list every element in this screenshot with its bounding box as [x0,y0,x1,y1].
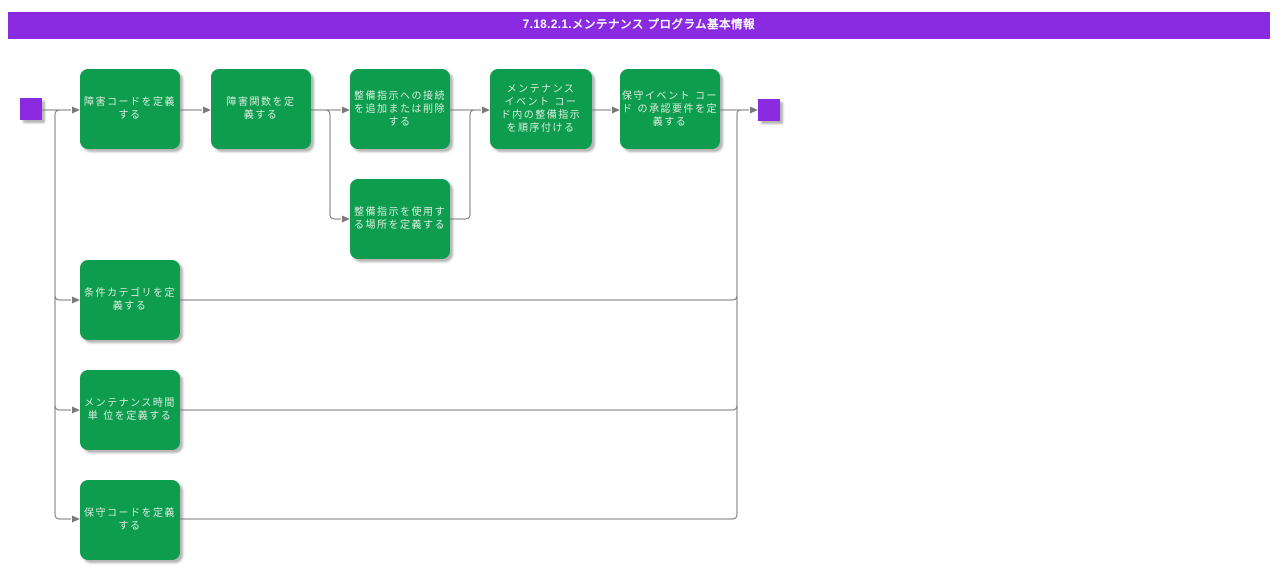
node-define-fault-functions: 障害関数を定 義する [211,69,311,149]
node-label: 整備指示への接続 を追加または削除 する [354,90,446,128]
node-label: メンテナンス時間 単 位を定義する [84,398,176,422]
node-add-remove-instruction-connections: 整備指示への接続 を追加または削除 する [350,69,450,149]
node-define-approval-requirements: 保守イベント コー ド の承認要件を定 義する [620,69,720,149]
node-label: 条件カテゴリを定 義する [84,288,176,312]
node-label: 障害コードを定義 する [84,97,176,121]
node-order-maintenance-instructions: メンテナンス イベント コー ド内の整備指示 を順序付ける [490,69,592,149]
page-title: 7.18.2.1.メンテナンス プログラム基本情報 [8,12,1270,39]
node-label: 整備指示を使用す る場所を定義する [354,207,446,231]
node-define-maintenance-codes: 保守コードを定義 する [80,480,180,560]
node-label: 保守コードを定義 する [84,508,176,532]
node-define-condition-categories: 条件カテゴリを定 義する [80,260,180,340]
node-label: 保守イベント コー ド の承認要件を定 義する [622,90,718,128]
node-label: 障害関数を定 義する [226,97,296,121]
node-define-maintenance-time-units: メンテナンス時間 単 位を定義する [80,370,180,450]
start-terminal [20,98,42,120]
node-define-instruction-usage-locations: 整備指示を使用す る場所を定義する [350,179,450,259]
node-label: メンテナンス イベント コー ド内の整備指示 を順序付ける [500,84,582,134]
node-define-fault-codes: 障害コードを定義 する [80,69,180,149]
end-terminal [758,99,780,121]
